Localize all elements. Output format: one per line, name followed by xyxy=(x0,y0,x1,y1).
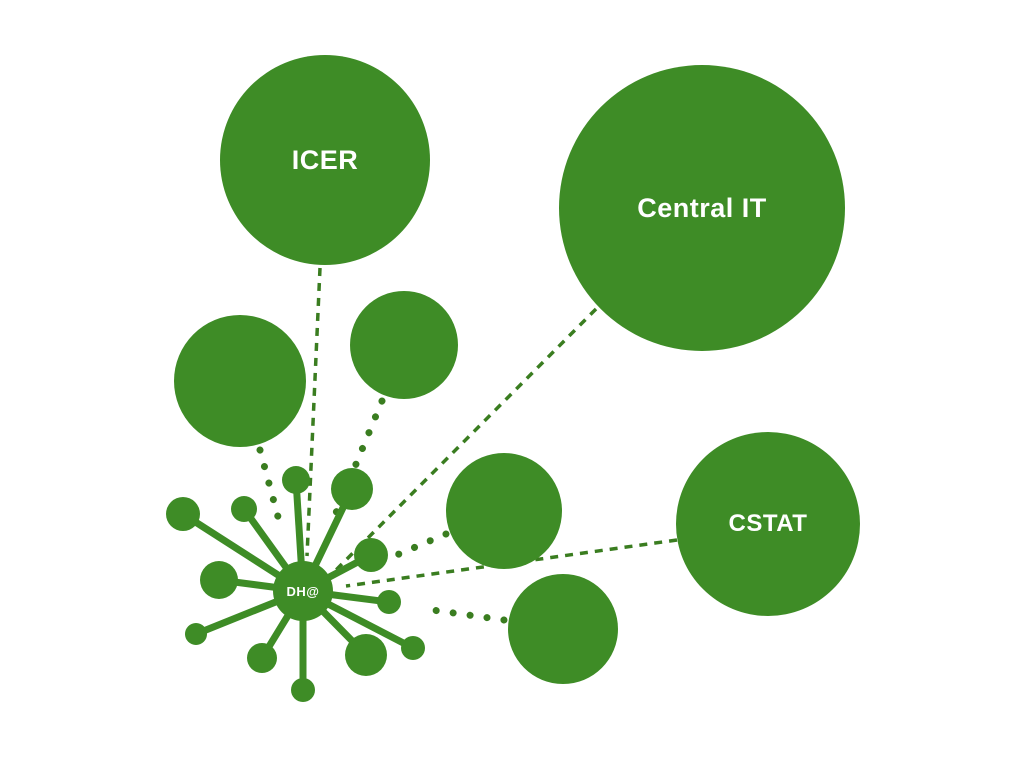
connector-hub-central-it xyxy=(334,307,598,572)
hub-node: DH@ xyxy=(273,561,333,621)
connector-hub-cluster-c xyxy=(388,530,450,561)
node-central-it: Central IT xyxy=(559,65,845,351)
hub-satellites xyxy=(166,466,425,702)
node-cstat: CSTAT xyxy=(676,432,860,616)
connector-hub-cluster-d xyxy=(421,605,508,624)
node-unlabeled-a xyxy=(174,315,306,447)
node-icer-label: ICER xyxy=(291,144,359,175)
node-cstat-label: CSTAT xyxy=(728,510,808,537)
node-unlabeled-b xyxy=(350,291,458,399)
connector-hub-icer xyxy=(305,267,322,557)
connector-hub-cluster-a xyxy=(256,446,285,532)
node-icer: ICER xyxy=(220,55,430,265)
node-central-it-label: Central IT xyxy=(637,192,767,223)
node-unlabeled-c xyxy=(446,453,562,569)
node-unlabeled-d xyxy=(508,574,618,684)
hub-node-label: DH@ xyxy=(286,583,320,599)
